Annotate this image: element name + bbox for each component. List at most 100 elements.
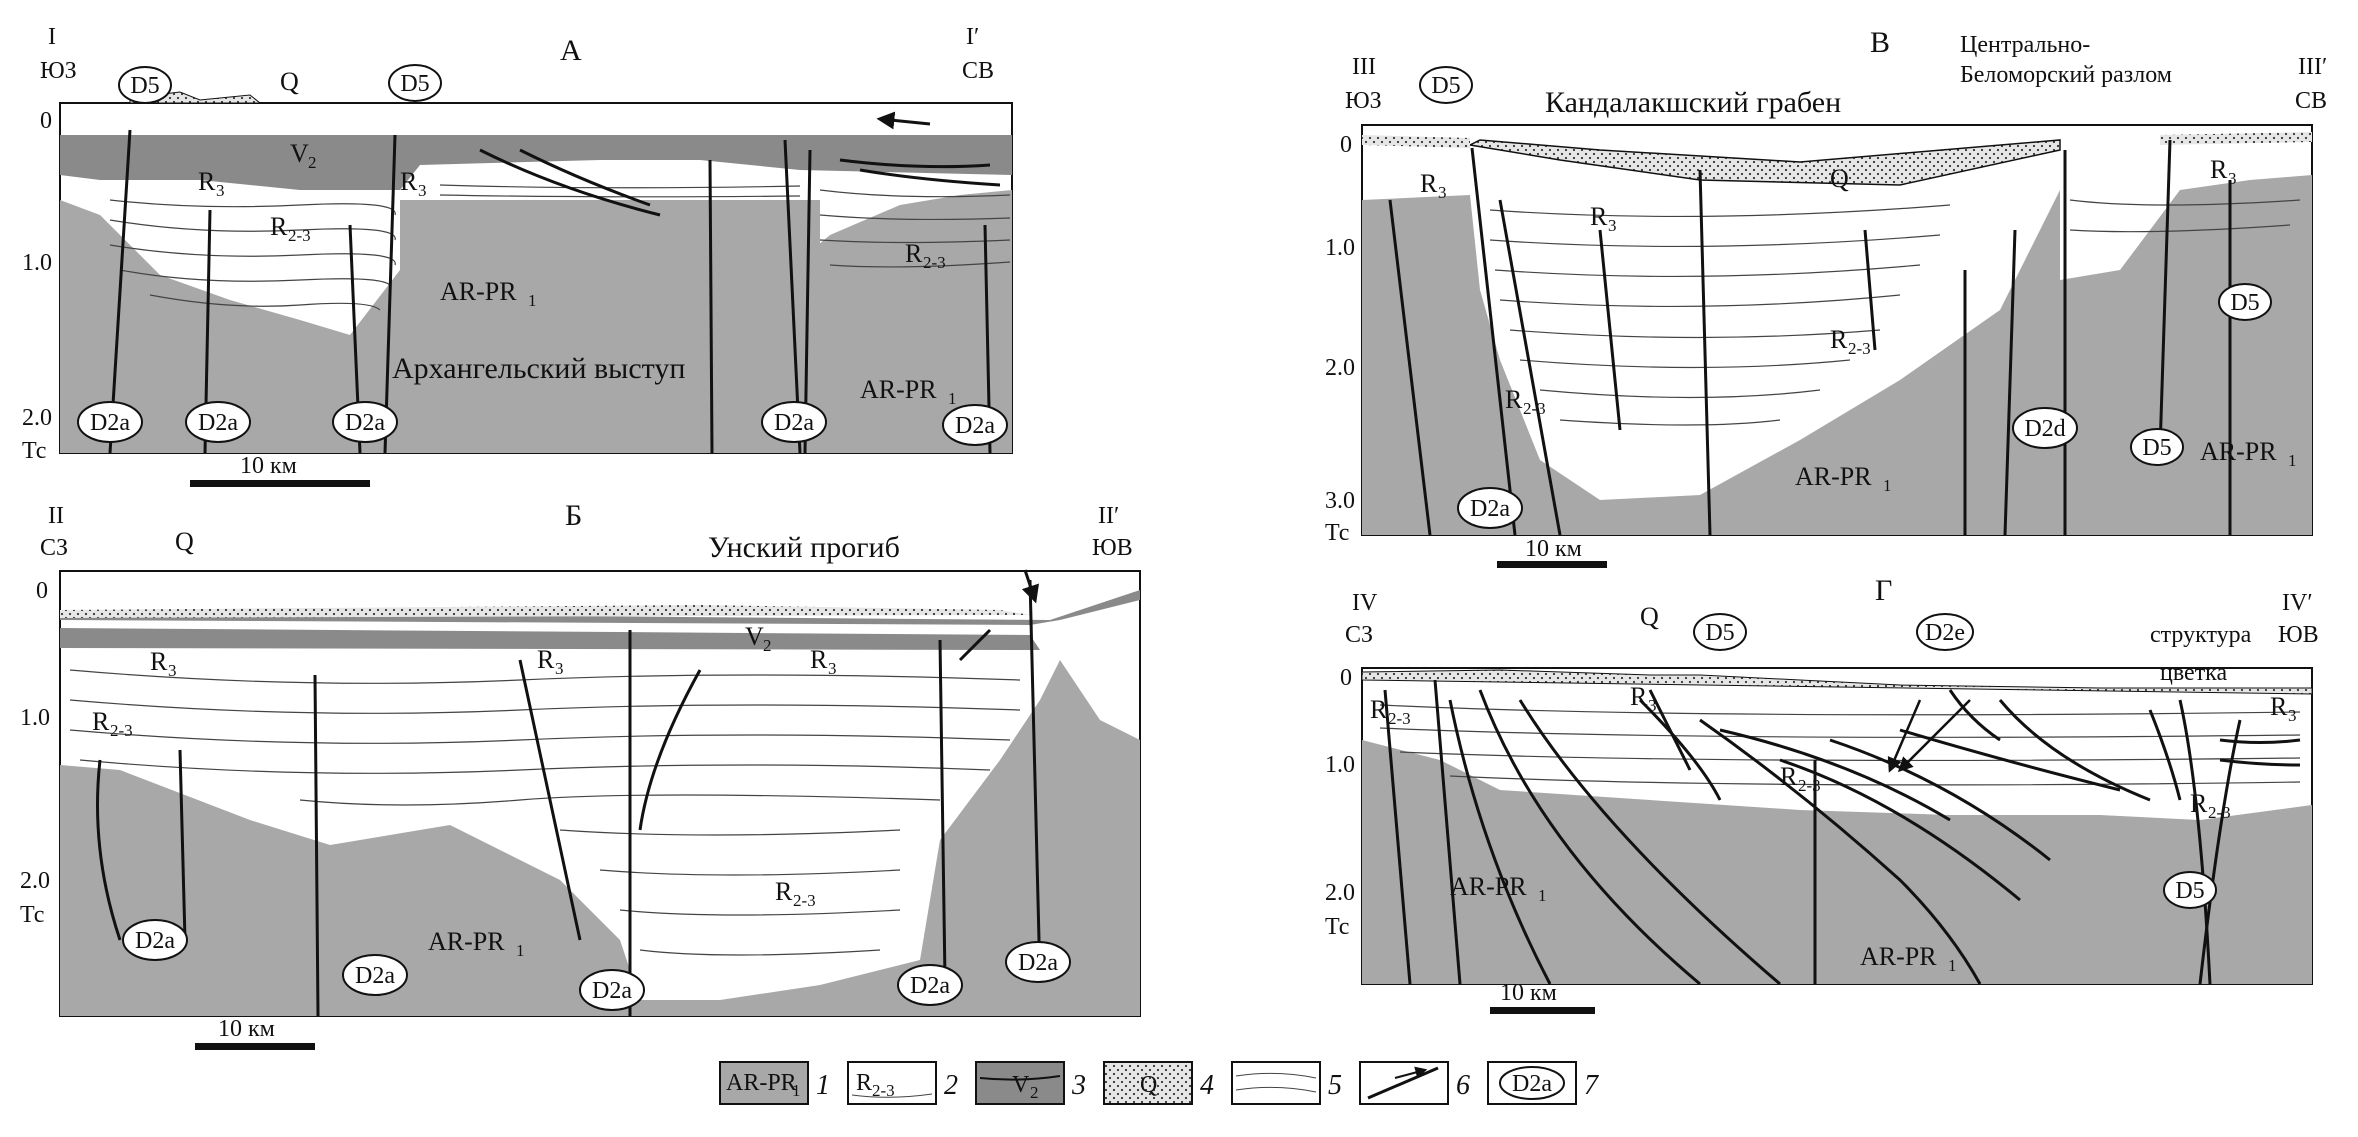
panel-b-right-top: II′ — [1098, 503, 1119, 529]
svg-text:AR-PR: AR-PR — [1450, 872, 1527, 901]
panel-d-feature-2: цветка — [2160, 660, 2227, 686]
svg-text:D2a: D2a — [1512, 1071, 1552, 1097]
panel-d: IV СЗ IV′ ЮВ Г структура цветка — [1325, 574, 2319, 1014]
svg-text:R: R — [1630, 682, 1648, 711]
svg-text:AR-PR: AR-PR — [440, 277, 517, 306]
svg-text:R: R — [537, 645, 555, 674]
panel-b-q: Q — [175, 527, 194, 556]
panel-d-basement — [1362, 740, 2312, 984]
svg-text:3: 3 — [418, 181, 427, 200]
panel-a-scale: 10 км — [240, 453, 297, 479]
panel-d-right-top: IV′ — [2282, 590, 2313, 616]
svg-text:3: 3 — [2228, 169, 2237, 188]
svg-text:R: R — [856, 1070, 872, 1096]
panel-c-quaternary — [1467, 139, 2061, 186]
panel-c-scalebar — [1497, 561, 1607, 568]
panel-b-oval-2: D2a — [342, 954, 408, 996]
svg-text:D2a: D2a — [955, 413, 995, 439]
panel-a-oval-d2a-5: D2a — [942, 404, 1008, 446]
svg-text:D2d: D2d — [2024, 416, 2065, 442]
svg-text:D2a: D2a — [774, 410, 814, 436]
panel-d-left-dir: СЗ — [1345, 622, 1373, 648]
panel-c-letter: В — [1870, 26, 1890, 59]
svg-text:1: 1 — [948, 389, 957, 408]
svg-text:R: R — [2270, 692, 2288, 721]
svg-text:R: R — [810, 645, 828, 674]
panel-a-scalebar — [190, 480, 370, 487]
panel-a-oval-d2a-3: D2a — [332, 401, 398, 443]
svg-text:R: R — [270, 212, 288, 241]
panel-a-right-dir: СВ — [962, 58, 994, 84]
panel-a-arpr-left: AR-PR 1 — [440, 277, 537, 310]
svg-text:5: 5 — [1328, 1070, 1342, 1101]
svg-text:R: R — [1780, 762, 1798, 791]
panel-d-faults — [1383, 679, 2301, 986]
svg-text:2-3: 2-3 — [1798, 776, 1821, 795]
svg-text:1: 1 — [528, 291, 537, 310]
panel-a-left-dir: ЮЗ — [40, 58, 77, 84]
panel-c-unit: Тс — [1325, 520, 1349, 546]
svg-text:2: 2 — [1030, 1083, 1039, 1102]
svg-text:D2a: D2a — [910, 973, 950, 999]
svg-text:D2a: D2a — [90, 410, 130, 436]
panel-a-letter: А — [560, 34, 582, 67]
svg-text:D5: D5 — [2230, 290, 2259, 316]
panel-c: III ЮЗ III′ СВ В Кандалакшский грабен Це… — [1325, 26, 2327, 568]
svg-text:D2a: D2a — [592, 978, 632, 1004]
svg-text:D2a: D2a — [135, 928, 175, 954]
legend-item-7: D2a 7 — [1487, 1061, 1599, 1105]
panel-c-left-top: III — [1352, 54, 1376, 80]
legend-item-1: AR-PR1 1 — [719, 1061, 830, 1105]
panel-d-scalebar — [1490, 1007, 1595, 1014]
legend-item-4: Q 4 — [1103, 1061, 1214, 1105]
panel-d-right-dir: ЮВ — [2278, 622, 2319, 648]
panel-c-fault-name-2: Беломорский разлом — [1960, 62, 2172, 88]
panel-a-tick-2: 2.0 — [22, 405, 52, 431]
panel-b-right-dir: ЮВ — [1092, 535, 1133, 561]
svg-text:2: 2 — [944, 1070, 958, 1101]
svg-text:R: R — [150, 647, 168, 676]
svg-text:R: R — [2190, 789, 2208, 818]
panel-a-vendian — [60, 135, 1012, 190]
svg-text:1: 1 — [1948, 956, 1957, 975]
panel-c-oval-d2d: D2d — [2012, 407, 2078, 449]
panel-c-left-dir: ЮЗ — [1345, 88, 1382, 114]
panel-b-tick-2: 2.0 — [20, 868, 50, 894]
panel-d-letter: Г — [1875, 574, 1892, 607]
svg-text:2-3: 2-3 — [1523, 399, 1546, 418]
svg-text:R: R — [775, 877, 793, 906]
panel-a-oval-d5-1: D5 — [118, 66, 172, 104]
svg-text:2-3: 2-3 — [110, 721, 133, 740]
svg-text:1: 1 — [792, 1081, 801, 1100]
svg-text:R: R — [1420, 169, 1438, 198]
svg-text:D2a: D2a — [355, 963, 395, 989]
panel-d-oval-d2e: D2e — [1916, 613, 1974, 651]
panel-b-left-dir: СЗ — [40, 535, 68, 561]
svg-text:2-3: 2-3 — [288, 226, 311, 245]
svg-text:R: R — [1590, 202, 1608, 231]
panel-c-right-dir: СВ — [2295, 88, 2327, 114]
svg-text:AR-PR: AR-PR — [2200, 437, 2277, 466]
svg-text:2-3: 2-3 — [923, 253, 946, 272]
panel-a-oval-d2a-4: D2a — [761, 401, 827, 443]
panel-d-quaternary — [1361, 669, 2313, 695]
svg-text:3: 3 — [1071, 1070, 1086, 1101]
panel-c-tick-2: 2.0 — [1325, 355, 1355, 381]
svg-text:1: 1 — [816, 1070, 830, 1101]
panel-b-scale: 10 км — [218, 1016, 275, 1042]
panel-b-oval-1: D2a — [122, 919, 188, 961]
svg-text:4: 4 — [1200, 1070, 1214, 1101]
panel-a-tick-0: 0 — [40, 108, 52, 134]
